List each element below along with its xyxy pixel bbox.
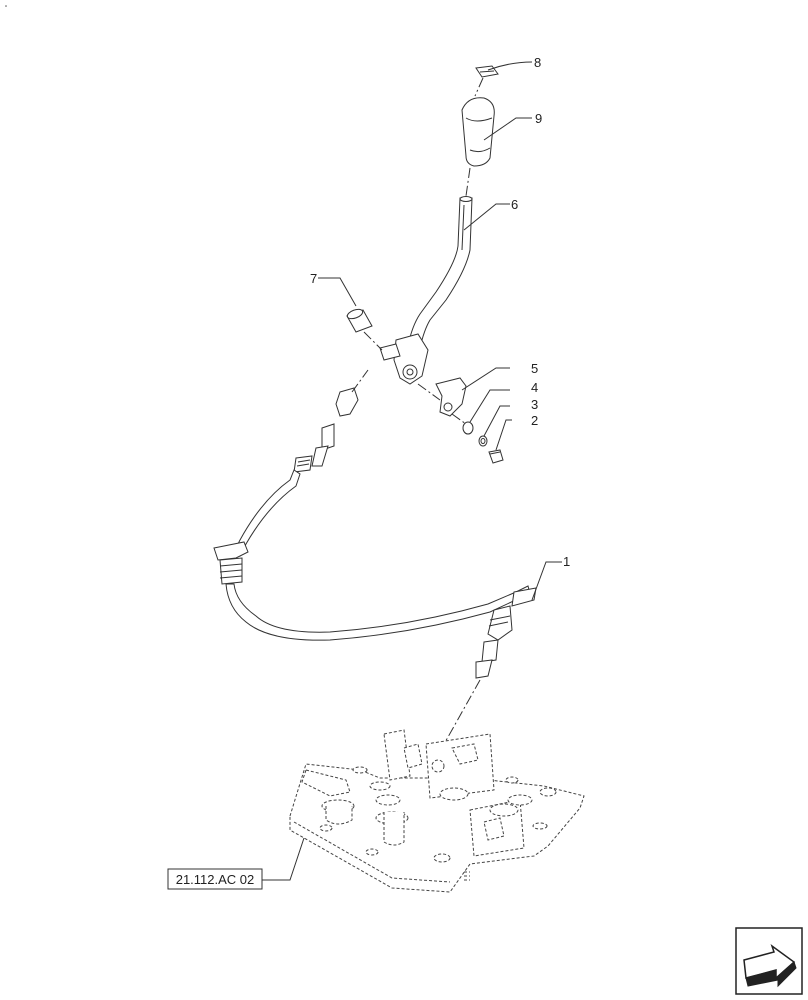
part-9-gear-knob [461,97,495,167]
part-6-gear-lever [407,196,473,349]
callout-4: 4 [531,380,538,395]
corner-mark [5,5,7,7]
part-7-bushing [346,308,373,333]
selector-plate-assembly [289,729,585,893]
reference-link[interactable]: 21.112.AC 02 [167,868,263,890]
part-5-bracket [435,377,467,417]
part-1-shift-cable [213,387,537,679]
callout-8: 8 [534,55,541,70]
callout-1: 1 [563,554,570,569]
callout-7: 7 [310,271,317,286]
callout-6: 6 [511,197,518,212]
part-4-washer [462,421,474,435]
callout-3: 3 [531,397,538,412]
part-3-spacer [478,435,488,447]
lever-pivot-bracket [379,333,429,385]
next-page-arrow-icon[interactable] [735,927,803,995]
callout-2: 2 [531,413,538,428]
part-2-bolt [488,449,504,464]
reference-label[interactable]: 21.112.AC 02 [176,872,255,887]
callout-5: 5 [531,361,538,376]
callout-9: 9 [535,111,542,126]
